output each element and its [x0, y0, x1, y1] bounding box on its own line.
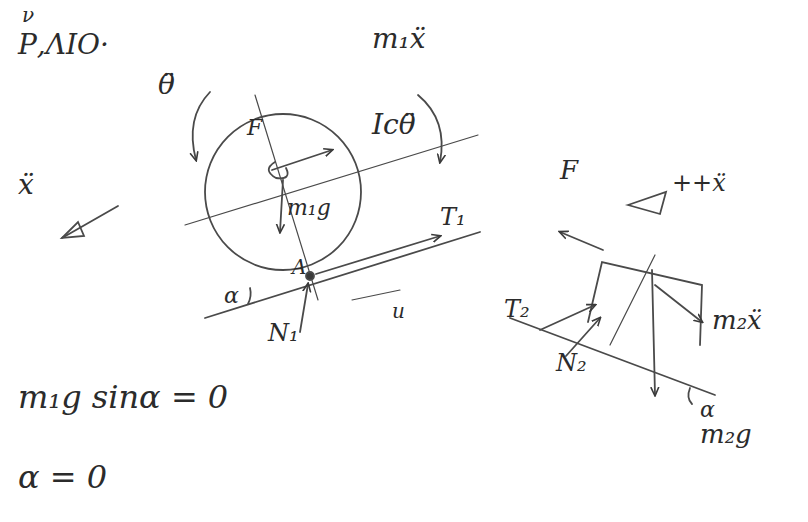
- handwritten-label: ẍ: [18, 170, 34, 201]
- handwritten-label: α = 0: [18, 460, 107, 495]
- handwritten-label: N₁: [268, 320, 299, 346]
- handwritten-label: m₂ẍ: [712, 306, 762, 335]
- normal-arrow: [300, 284, 308, 332]
- angle-arc: [688, 388, 692, 404]
- weight-arrow: [652, 270, 655, 395]
- friction-arrow: [316, 236, 440, 274]
- handwritten-label: F: [247, 116, 262, 140]
- angle-arc: [248, 288, 251, 304]
- contact-point: [306, 272, 314, 280]
- direction-triangle: [628, 192, 666, 214]
- moment-curl: [269, 162, 288, 178]
- inertia-arrow: [655, 285, 702, 322]
- handwritten-label: N₂: [556, 350, 587, 376]
- handwritten-label: θ̈: [158, 70, 175, 101]
- axis-line: [610, 255, 655, 345]
- handwritten-label: ++ẍ: [672, 170, 726, 196]
- handwritten-label: A: [292, 256, 306, 278]
- tick-line: [352, 290, 400, 300]
- handwritten-label: T₁: [440, 204, 466, 230]
- axis-line: [185, 135, 478, 225]
- handwritten-label: F: [560, 156, 578, 185]
- rotation-arrow: [418, 95, 442, 162]
- handwritten-label: m₂g: [700, 420, 752, 449]
- handwritten-label: α: [224, 284, 239, 308]
- friction-arrow: [540, 305, 595, 330]
- force-arrow: [272, 150, 332, 170]
- handwritten-label: m₁ẍ: [372, 24, 426, 55]
- weight-arrow: [280, 180, 283, 232]
- handwritten-label: ν: [22, 4, 34, 26]
- handwritten-label: T₂: [504, 296, 530, 322]
- handwritten-label: Icθ̈: [372, 110, 416, 141]
- handwritten-label: u: [392, 300, 405, 322]
- handwritten-label: α: [700, 398, 715, 422]
- incline-line: [205, 232, 480, 318]
- cylinder: [205, 114, 361, 270]
- force-arrow: [560, 232, 603, 250]
- handwritten-label: m₁g: [287, 196, 331, 220]
- rotation-arrow: [193, 92, 210, 160]
- handwritten-label: m₁g sinα = 0: [18, 380, 228, 415]
- arrow-head: [62, 222, 84, 238]
- handwritten-label: Ρ,ΛΙΟ·: [18, 30, 109, 61]
- acceleration-arrow: [62, 206, 118, 238]
